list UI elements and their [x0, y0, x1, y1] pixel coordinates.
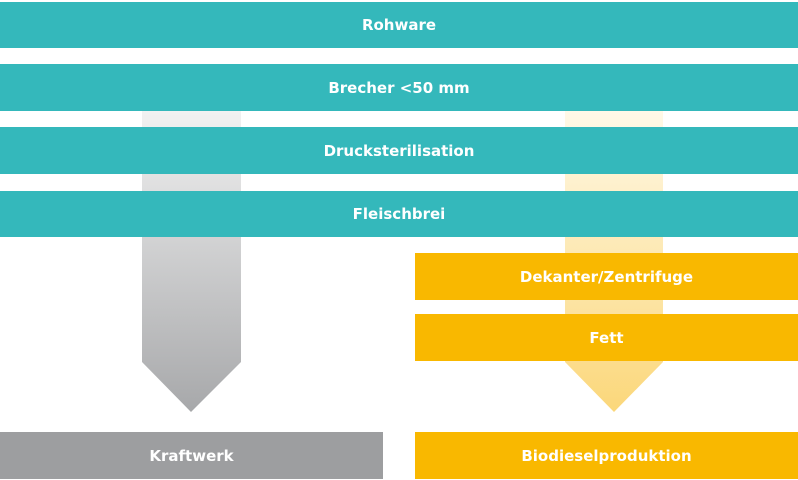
- step-brecher: Brecher <50 mm: [0, 64, 798, 111]
- step-dekanter-zentrifuge: Dekanter/Zentrifuge: [415, 253, 798, 300]
- step-drucksterilisation: Drucksterilisation: [0, 127, 798, 174]
- output-biodieselproduktion: Biodieselproduktion: [415, 432, 798, 479]
- step-fett: Fett: [415, 314, 798, 361]
- step-rohware: Rohware: [0, 2, 798, 48]
- step-fleischbrei: Fleischbrei: [0, 191, 798, 237]
- output-kraftwerk: Kraftwerk: [0, 432, 383, 479]
- arrow-to-kraftwerk: [142, 110, 241, 412]
